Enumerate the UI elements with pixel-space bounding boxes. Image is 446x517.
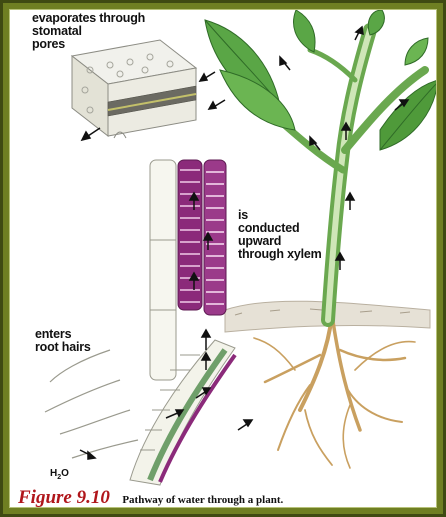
figure-number: Figure 9.10 — [18, 487, 110, 508]
figure-caption: Figure 9.10 Pathway of water through a p… — [18, 487, 430, 507]
plant-illustration — [10, 10, 437, 508]
stem — [250, 30, 425, 320]
label-conducted: is conducted upward through xylem — [238, 209, 348, 261]
figure-panel: evaporates through stomatal pores is con… — [9, 9, 437, 508]
label-evaporates: evaporates through stomatal pores — [32, 12, 162, 51]
leaves — [205, 10, 437, 150]
caption-text: Pathway of water through a plant. — [122, 494, 283, 506]
label-enters: enters root hairs — [35, 328, 125, 354]
leaf-cross-section — [72, 40, 196, 138]
roots — [254, 315, 415, 468]
label-h2o: H2O — [50, 468, 69, 481]
